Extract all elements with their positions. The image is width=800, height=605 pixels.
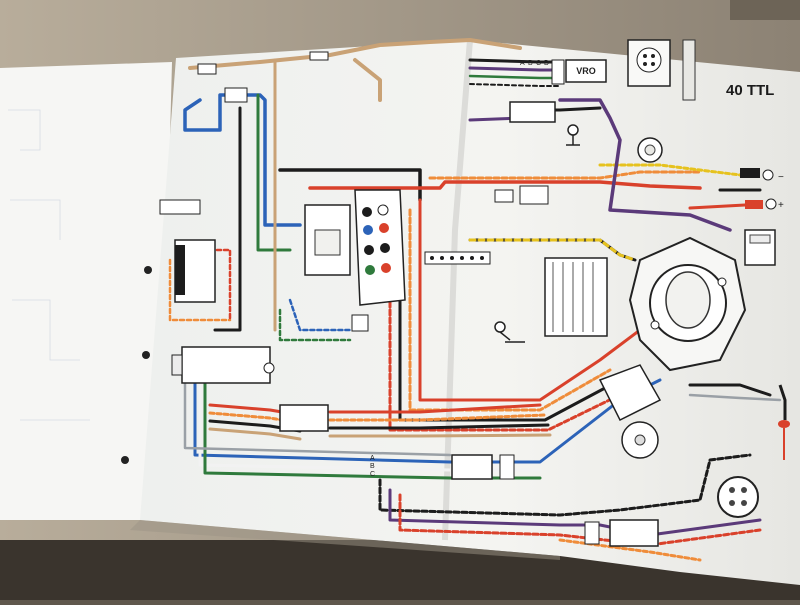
wire-harness	[168, 38, 782, 562]
binder-hole-3	[121, 456, 129, 464]
flywheel-stator	[628, 236, 747, 372]
ignition-coil	[171, 346, 275, 384]
rectifier-component	[494, 101, 556, 205]
terminal-block	[354, 189, 406, 306]
pin-label-c-lower: C	[370, 471, 376, 478]
pin-label-a: A	[520, 60, 525, 67]
left-regulator	[159, 199, 216, 303]
stator-lead	[637, 137, 663, 163]
regulator-finned	[544, 257, 608, 337]
pin-label-d: D	[544, 60, 550, 67]
vro-label: VRO	[576, 66, 596, 76]
pin-label-c: C	[536, 60, 542, 67]
switch-box	[304, 204, 351, 276]
ground-symbols	[494, 124, 580, 343]
terminal-strip	[424, 251, 491, 265]
pin-label-b: B	[528, 60, 533, 67]
pin-label-b-lower: B	[370, 463, 375, 470]
binder-hole-1	[144, 266, 152, 274]
pin-label-a-lower: A	[370, 455, 375, 462]
spark-plug-lead	[778, 384, 790, 460]
page-bottom-shadow	[130, 520, 560, 560]
top-left-connector	[197, 51, 329, 103]
minus-terminal-label: −	[778, 172, 784, 183]
distributor-cap	[717, 476, 759, 518]
plus-terminal-label: +	[778, 200, 784, 211]
left-page-faint-lines	[8, 109, 90, 421]
binder-hole-2	[142, 351, 150, 359]
left-page	[0, 62, 172, 520]
power-pack-top-right	[627, 39, 696, 101]
starter-solenoid	[744, 229, 776, 266]
inline-connectors	[279, 314, 659, 547]
trigger-assembly	[598, 364, 662, 459]
vro-component	[551, 59, 607, 85]
battery-leads	[740, 168, 777, 210]
wall-shadow	[730, 0, 800, 20]
diagram-title: 40 TTL	[726, 82, 775, 99]
